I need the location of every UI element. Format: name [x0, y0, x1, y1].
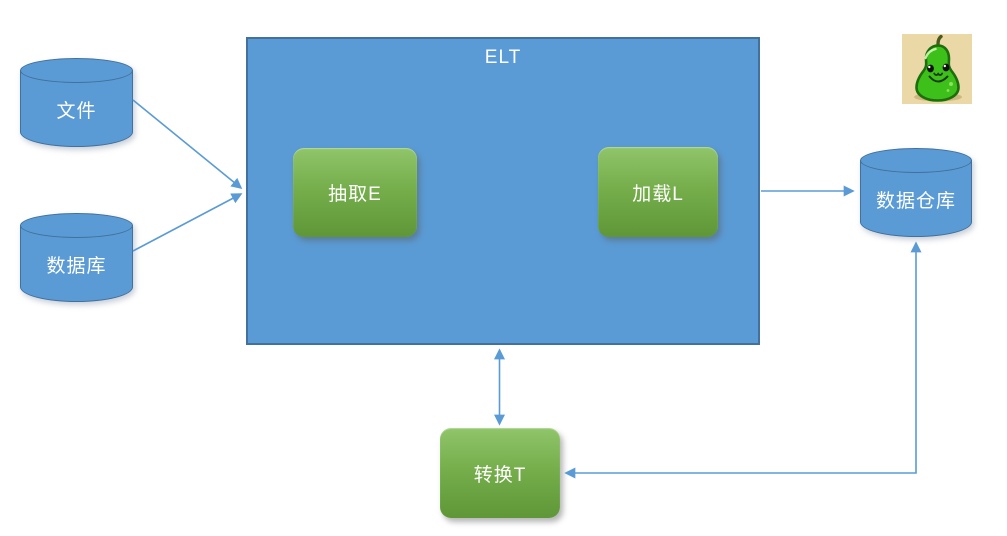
connector-transform-warehouse-elbow — [564, 241, 922, 479]
file-label: 文件 — [56, 101, 97, 122]
cylinder-top — [20, 213, 133, 238]
warehouse-cylinder-shape: 数据仓库 — [860, 148, 972, 237]
elt-box-title: ELT — [484, 47, 522, 68]
transform-process-shape: 转换T — [440, 428, 560, 518]
extract-process-shape: 抽取E — [293, 148, 417, 237]
transform-label: 转换T — [473, 464, 527, 486]
load-label: 加载L — [632, 183, 684, 205]
warehouse-label: 数据仓库 — [875, 191, 956, 212]
cylinder-top — [20, 58, 133, 83]
connector-database-to-elt — [132, 193, 243, 252]
database-cylinder-shape: 数据库 — [20, 213, 133, 302]
cylinder-top — [860, 148, 972, 173]
file-cylinder-shape: 文件 — [20, 58, 133, 147]
load-process-shape: 加载L — [598, 147, 718, 237]
database-label: 数据库 — [46, 256, 107, 277]
extract-label: 抽取E — [328, 184, 382, 205]
connector-file-to-elt — [132, 99, 243, 190]
pear-mascot-icon — [902, 34, 972, 104]
